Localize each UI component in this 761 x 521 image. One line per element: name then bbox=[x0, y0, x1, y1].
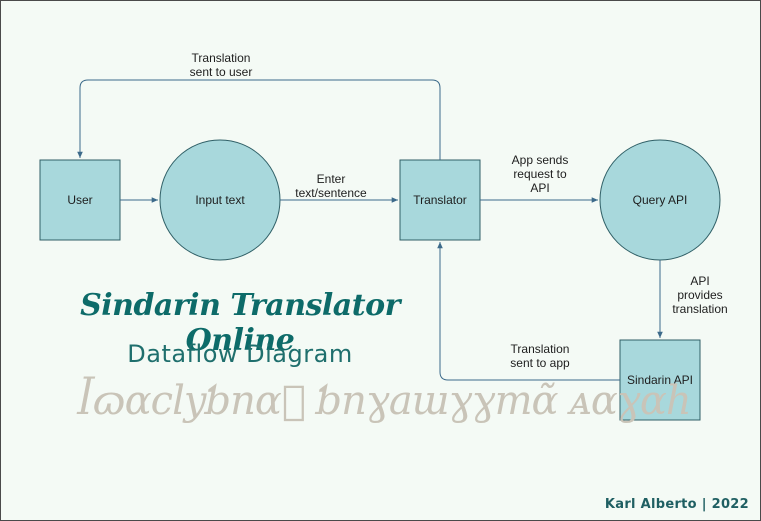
query-api-node-label: Query API bbox=[632, 193, 688, 207]
author-credit: Karl Alberto | 2022 bbox=[604, 497, 749, 512]
edge-label-app-sends: App sends request to API bbox=[511, 153, 569, 195]
edge-label-translation-to-app: Translation sent to app bbox=[510, 342, 570, 370]
edge-sindarin-to-translator bbox=[437, 242, 620, 381]
sindarin-api-node-label: Sindarin API bbox=[626, 373, 694, 387]
input-text-node-label: Input text bbox=[195, 193, 245, 207]
translator-node-label: Translator bbox=[413, 193, 467, 207]
user-node bbox=[39, 159, 121, 241]
user-node-label: User bbox=[67, 193, 93, 207]
edge-label-enter-text: Enter text/sentence bbox=[295, 172, 367, 200]
translator-node bbox=[399, 159, 481, 241]
edge-label-translation-to-user: Translation sent to user bbox=[180, 51, 262, 79]
sindarin-api-node bbox=[619, 339, 701, 421]
diagram-subtitle: Dataflow Diagram bbox=[127, 340, 353, 368]
edge-translator-to-user bbox=[77, 79, 441, 160]
diagram-title: Sindarin Translator Online bbox=[80, 288, 400, 358]
edge-label-api-provides: API provides translation bbox=[672, 274, 728, 316]
tengwar-watermark: ꟾɷɑclyƅnɑᷭ ƅnɣaɯɣɣmɑ̃ ᴀɑɣɑh bbox=[78, 378, 692, 424]
